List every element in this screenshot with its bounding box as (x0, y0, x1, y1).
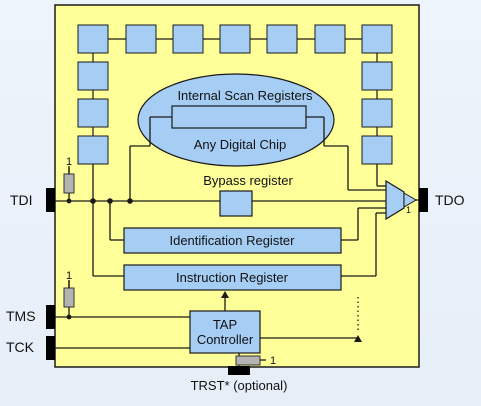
pin-tck (46, 336, 55, 360)
bypass-register-block (219, 190, 253, 217)
scan-cell (361, 98, 393, 128)
identification-register-label: Identification Register (169, 233, 295, 248)
control-arrow (354, 335, 362, 342)
tap-controller-label-line1: TAP (213, 317, 237, 332)
pin-tdi (46, 188, 55, 212)
multiplexer-icon (385, 179, 405, 221)
pin-tdo (419, 188, 428, 212)
pin-trst (228, 366, 250, 375)
scan-cell (77, 135, 109, 165)
scan-chain-links (92, 38, 378, 136)
pullup-resistor-icon (63, 287, 75, 308)
internal-scan-registers-label: Internal Scan Registers (177, 88, 313, 103)
pullup-resistor-icon (63, 173, 75, 194)
pin-label-tdo: TDO (435, 192, 465, 208)
any-digital-chip-label: Any Digital Chip (194, 137, 287, 152)
pin-label-tck: TCK (6, 339, 35, 355)
scan-cell (77, 24, 109, 54)
tap-controller-block (189, 310, 261, 354)
resistor-value-label: 1 (66, 270, 72, 282)
pin-label-trst: TRST* (optional) (191, 378, 288, 393)
scan-cell (77, 61, 109, 91)
boundary-scan-cells (77, 24, 393, 165)
resistor-value-label: 1 (270, 355, 276, 367)
scan-cell (361, 24, 393, 54)
scan-cell (219, 24, 251, 54)
scan-cell (314, 24, 346, 54)
scan-cell (266, 24, 298, 54)
scan-cell (361, 135, 393, 165)
mux-select-label: 1 (406, 205, 411, 215)
scan-cell (172, 24, 204, 54)
pin-tms (46, 305, 55, 329)
tristate-buffer-icon (403, 192, 417, 208)
junction-dots (66, 198, 133, 320)
pullup-resistor-icon (235, 355, 261, 366)
pin-label-tms: TMS (6, 308, 36, 324)
pin-label-tdi: TDI (10, 192, 33, 208)
tap-to-ir-arrow (221, 291, 229, 298)
bypass-register-label: Bypass register (203, 173, 293, 188)
scan-cell (77, 98, 109, 128)
resistor-value-label: 1 (66, 156, 72, 168)
pins (46, 188, 428, 375)
instruction-register-block (123, 264, 342, 291)
tap-controller-label-line2: Controller (197, 332, 254, 347)
scan-cell (125, 24, 157, 54)
internal-scan-register-block (171, 105, 307, 129)
instruction-register-label: Instruction Register (176, 270, 289, 285)
scan-cell (361, 61, 393, 91)
